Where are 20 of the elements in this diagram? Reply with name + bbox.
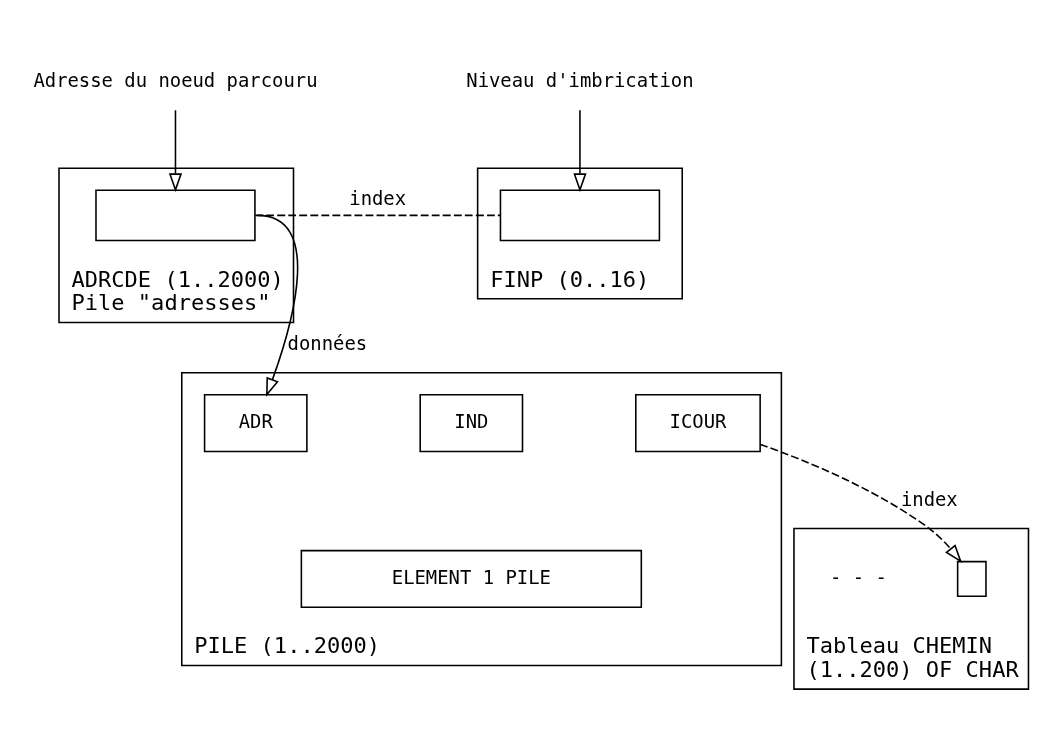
node-box [499, 188, 661, 241]
node-box: IND [419, 393, 524, 452]
connector [254, 214, 501, 216]
edge-label: index [349, 186, 407, 209]
node-box: ELEMENT 1 PILE [300, 549, 643, 608]
arrow [573, 109, 587, 192]
label: - - - [830, 565, 887, 588]
node-box: ADR [203, 393, 308, 452]
node-box [95, 188, 256, 241]
node-box: ICOUR [635, 393, 761, 452]
edge-label: index [900, 487, 958, 510]
cluster: FINP (0..16) [476, 166, 683, 300]
node-box [956, 560, 987, 597]
node-text: Adresse du noeud parcouru [33, 68, 318, 90]
node-text: Niveau d'imbrication [466, 68, 694, 90]
arrow [168, 109, 183, 192]
arrow [256, 214, 299, 397]
arrow [759, 443, 963, 563]
cluster: ADRCDE (1..2000) Pile "adresses" [58, 166, 295, 323]
edge-label: données [287, 331, 368, 354]
